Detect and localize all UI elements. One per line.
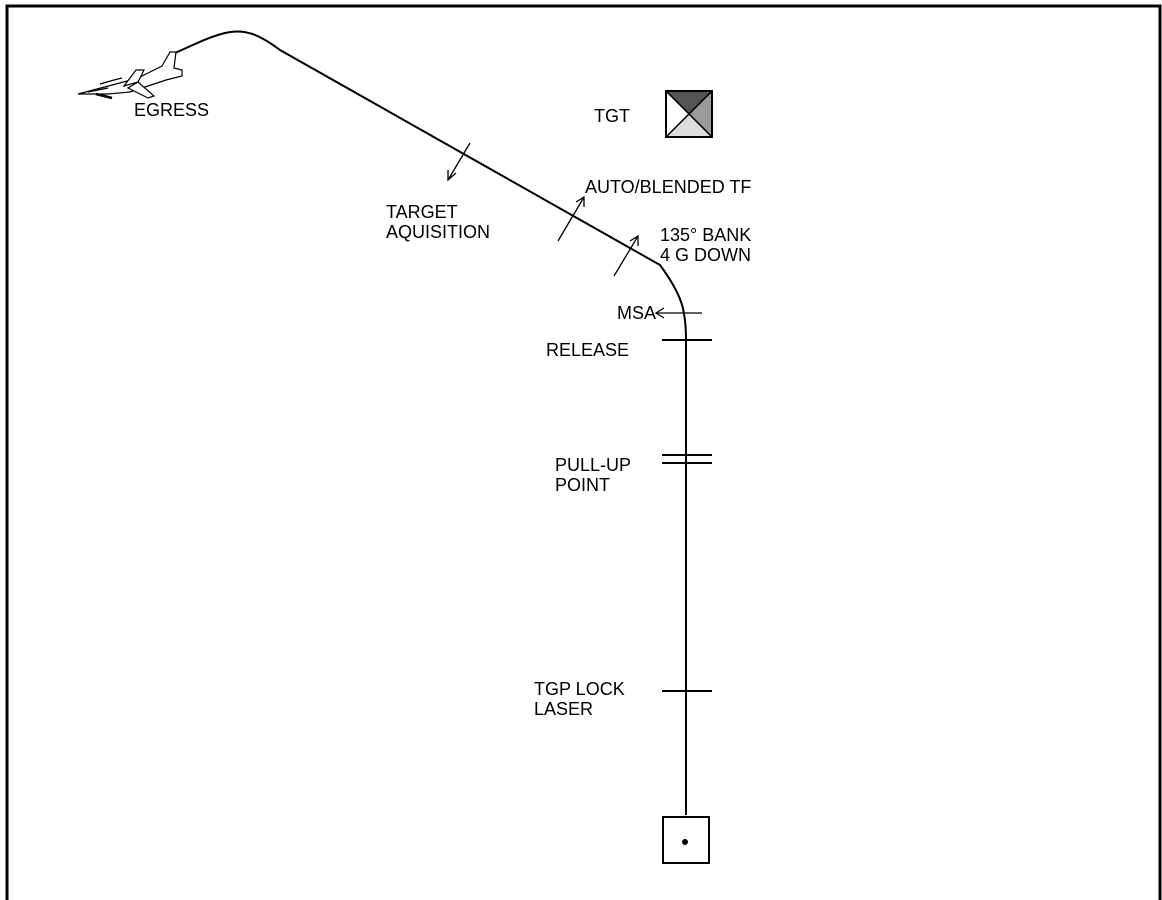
pullup-label-line1: PULL-UP (555, 455, 631, 475)
tgp-label-line1: TGP LOCK (534, 679, 625, 699)
diagram-border (7, 6, 1160, 900)
fighter-jet-icon (78, 52, 182, 98)
tgt-label: TGT (594, 106, 630, 126)
initial-point-icon (663, 817, 709, 863)
auto-blended-tf-label: AUTO/BLENDED TF (585, 177, 751, 197)
egress-label: EGRESS (134, 100, 209, 120)
tgp-label-line2: LASER (534, 699, 593, 719)
target-marker-icon (666, 91, 712, 137)
target-acquisition-label-line1: TARGET (386, 202, 458, 222)
bank-label-line1: 135° BANK (660, 225, 751, 245)
pullup-label-line2: POINT (555, 475, 610, 495)
msa-label: MSA (617, 303, 656, 323)
target-acquisition-label-line2: AQUISITION (386, 222, 490, 242)
release-label: RELEASE (546, 340, 629, 360)
target-acquisition-arrow (448, 143, 470, 180)
msa-arrow (656, 308, 702, 318)
bank-label-line2: 4 G DOWN (660, 245, 751, 265)
